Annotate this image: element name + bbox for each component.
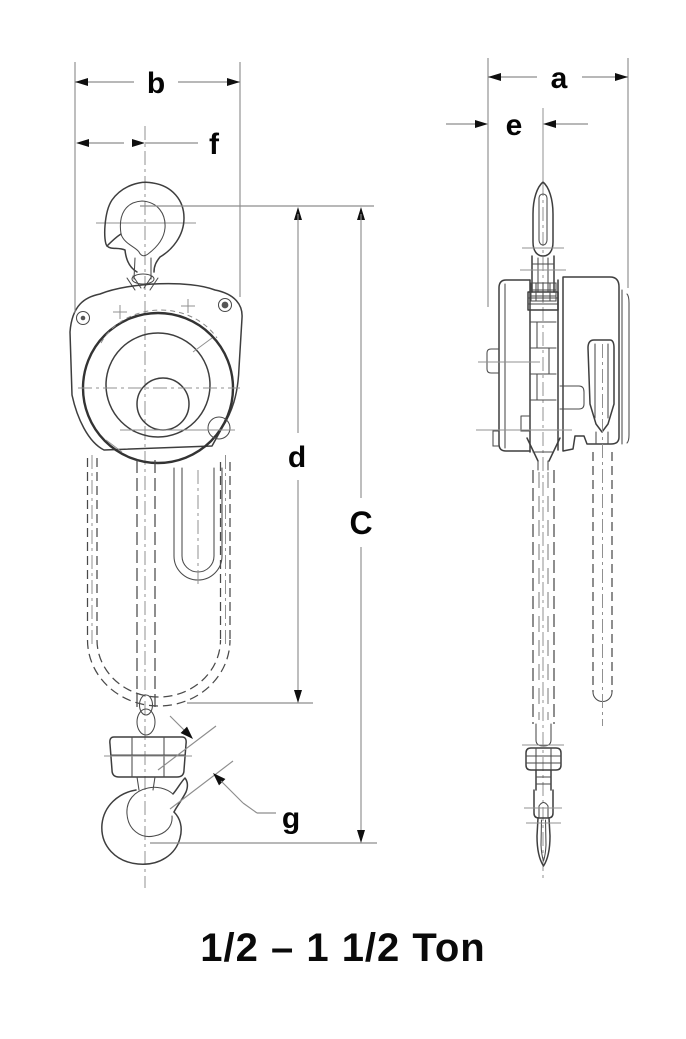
dimension-g: g <box>157 715 300 835</box>
front-body <box>69 282 243 465</box>
arrowhead-left-icon <box>543 120 556 128</box>
dimension-a: a <box>488 62 628 95</box>
dimension-d: d <box>288 207 306 703</box>
side-body <box>476 276 630 471</box>
dimension-label-g: g <box>282 802 300 835</box>
arrowhead-down-icon <box>294 690 302 703</box>
arrowhead-left-icon <box>488 73 501 81</box>
front-top-hook-icon <box>96 181 196 291</box>
arrowhead-diagonal-icon <box>180 726 193 739</box>
arrowhead-left-icon <box>75 78 88 86</box>
dimension-label-e: e <box>506 109 523 142</box>
dimension-label-b: b <box>147 67 165 100</box>
dimension-e: e <box>446 109 588 142</box>
dimension-label-a: a <box>551 62 568 95</box>
dimension-label-f: f <box>209 128 220 161</box>
dimension-f: f <box>76 128 220 161</box>
dimension-b: b <box>75 67 240 100</box>
arrowhead-up-icon <box>294 207 302 220</box>
dimensions: b f a e <box>74 58 629 844</box>
arrowhead-right-icon <box>227 78 240 86</box>
arrowhead-down-icon <box>357 830 365 843</box>
arrowhead-right-icon <box>615 73 628 81</box>
arrowhead-diagonal-icon <box>213 773 226 786</box>
arrowhead-up-icon <box>357 207 365 220</box>
side-bottom-hook-icon <box>522 723 564 867</box>
front-chain-loops <box>86 455 231 712</box>
dimension-c: C <box>349 207 373 843</box>
front-view <box>69 126 243 888</box>
hoist-dimension-diagram: b f a e <box>69 58 630 888</box>
side-chains <box>532 344 613 726</box>
arrowhead-right-icon <box>132 139 145 147</box>
dimension-label-d: d <box>288 441 306 474</box>
capacity-caption: 1/2 – 1 1/2 Ton <box>200 926 486 970</box>
front-bottom-hook-icon <box>101 694 192 865</box>
dimension-label-c: C <box>349 505 372 541</box>
side-view <box>476 108 630 878</box>
arrowhead-left-icon <box>76 139 89 147</box>
arrowhead-right-icon <box>475 120 488 128</box>
